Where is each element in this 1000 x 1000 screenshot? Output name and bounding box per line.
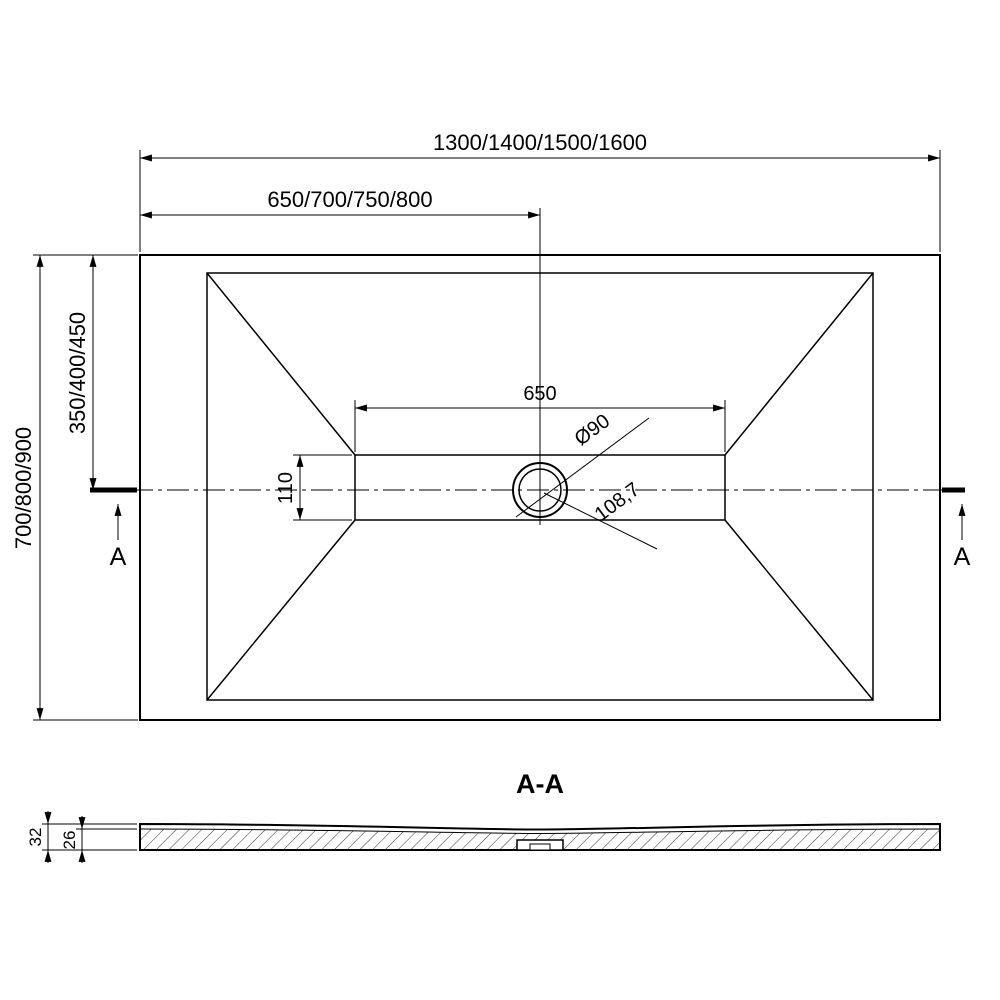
- plan-view: A A 1300/1400/1500/1600 650/700/750/800 …: [11, 130, 971, 721]
- section-outline: [139, 822, 941, 851]
- slope-line-bottom-right: [724, 519, 874, 701]
- dim-flat-width-label: 650: [523, 383, 556, 405]
- dim-drain-leader-label: 108,7: [591, 478, 644, 525]
- section-view: A-A 32 26: [26, 769, 941, 863]
- dim-overall-depth-label: 700/800/900: [11, 427, 36, 549]
- dim-drain-diameter-label: Ø90: [571, 410, 614, 450]
- dim-center-width-label: 650/700/750/800: [267, 187, 432, 212]
- dim-overall-width-label: 1300/1400/1500/1600: [433, 130, 647, 155]
- cut-label-left: A: [110, 543, 127, 571]
- dim-center-depth-label: 350/400/450: [65, 312, 90, 434]
- dim-center-thickness-label: 26: [60, 831, 79, 850]
- leader-line-drain-offset: [543, 492, 658, 550]
- slope-line-top-left: [206, 272, 356, 456]
- slope-line-top-right: [724, 272, 874, 456]
- leader-line-drain-diameter: [515, 417, 650, 518]
- slope-line-bottom-left: [206, 519, 356, 701]
- cut-label-right: A: [954, 543, 971, 571]
- section-drain-recess-inner: [529, 843, 551, 851]
- dim-flat-depth-label: 110: [275, 472, 297, 504]
- section-title: A-A: [516, 769, 564, 799]
- section-surface-line: [139, 828, 941, 835]
- dim-total-thickness-label: 32: [26, 828, 45, 847]
